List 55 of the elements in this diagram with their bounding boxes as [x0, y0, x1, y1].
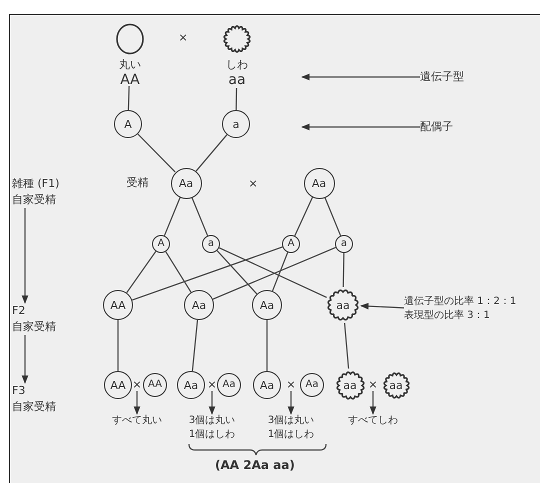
connector-line	[191, 197, 208, 236]
cross-sign: ×	[178, 30, 188, 44]
annotation-text: 自家受精	[12, 399, 57, 415]
connector-line	[266, 320, 268, 371]
connector-line	[212, 246, 336, 300]
annotation-text: F2	[12, 303, 26, 319]
connector-line	[117, 320, 119, 371]
arrow	[301, 74, 420, 80]
label-text: ×	[368, 377, 378, 393]
annotation-text: 自家受精	[12, 319, 57, 335]
label-text: 遺伝子型	[420, 69, 465, 85]
genotype-text: aa	[227, 72, 247, 88]
connector-line	[165, 251, 192, 293]
connector-line	[196, 134, 228, 172]
connector-line	[164, 197, 181, 236]
connector-line	[344, 322, 350, 369]
phenotype-text: 丸い	[118, 58, 142, 72]
connector-line	[294, 196, 314, 236]
label-text: ×	[207, 377, 217, 393]
connector-line	[324, 197, 342, 236]
arrow	[301, 124, 420, 130]
annotation-text: 受精	[126, 175, 148, 190]
connector-line	[218, 247, 327, 298]
cross-sign: ×	[248, 176, 258, 190]
arrow	[208, 391, 216, 415]
arrow	[134, 391, 140, 415]
connector-line	[216, 250, 258, 294]
annotation-text: 雑種 (F1)	[12, 176, 60, 192]
connector-line	[128, 86, 130, 110]
connector-line	[137, 134, 176, 172]
label-text: すべて丸い	[111, 414, 163, 428]
ratio-text: (AA 2Aa aa)	[215, 458, 295, 472]
connector-line	[126, 251, 156, 294]
label-text: 3個は丸い1個はしわ	[188, 414, 236, 442]
annotation-text: 自家受精	[12, 192, 57, 208]
genotype-text: AA	[119, 72, 141, 88]
connector-line	[342, 253, 344, 288]
phenotype-text: しわ	[225, 58, 249, 72]
connector-line	[236, 88, 238, 110]
arrow	[360, 302, 404, 310]
annotation-text: F3	[12, 383, 26, 399]
arrow	[22, 208, 28, 304]
label-text: ×	[132, 377, 142, 393]
label-text: ×	[286, 377, 296, 393]
label-text: すべてしわ	[347, 414, 399, 428]
arrow	[22, 335, 28, 384]
annotation-text: 表現型の比率 3：1	[404, 309, 491, 323]
connector-line	[272, 252, 288, 292]
connector-line	[132, 246, 283, 301]
label-text: 配偶子	[420, 119, 454, 135]
label-text: 3個は丸い1個はしわ	[266, 414, 316, 442]
connector-line	[192, 320, 198, 372]
annotation-text: 遺伝子型の比率 1：2：1	[404, 295, 518, 309]
arrow	[370, 391, 376, 415]
arrow	[288, 391, 294, 415]
